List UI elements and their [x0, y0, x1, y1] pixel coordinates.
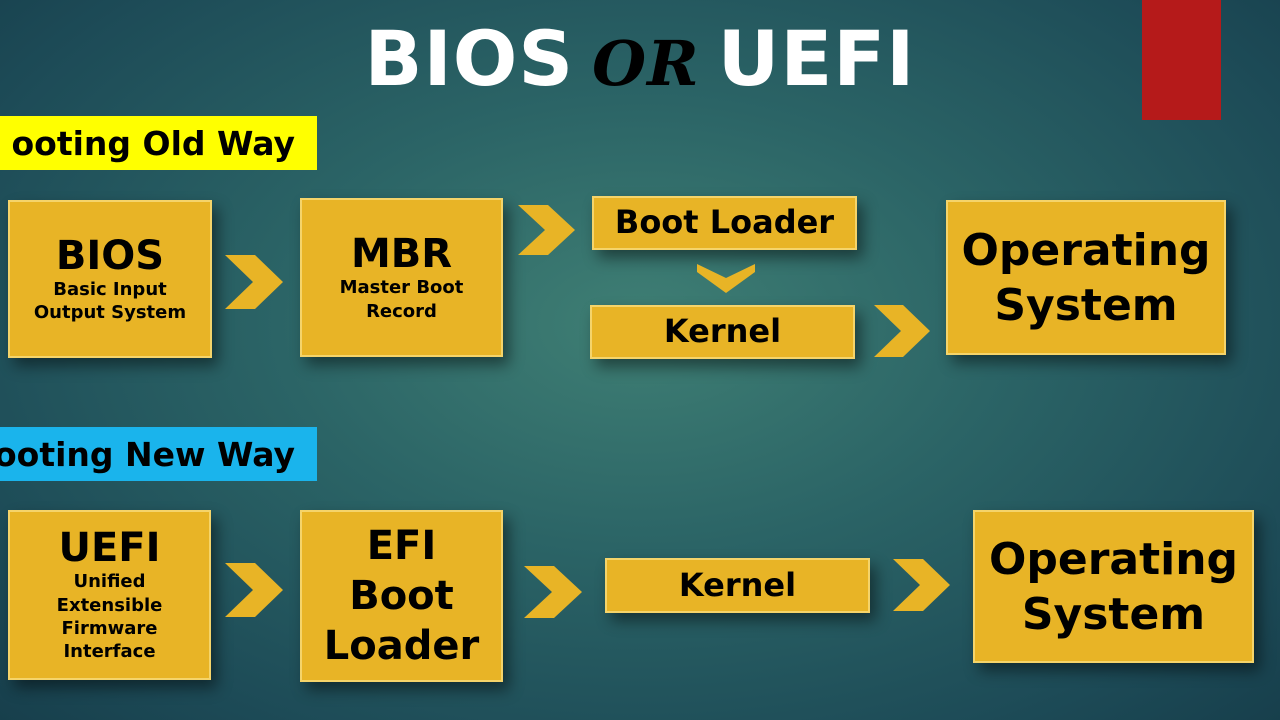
os-box-old: Operating System — [946, 200, 1226, 355]
efi-line: EFI — [366, 523, 437, 569]
uefi-sub: Interface — [63, 641, 156, 663]
uefi-title: UEFI — [58, 525, 161, 572]
red-accent-block — [1142, 0, 1221, 120]
boot-loader-box: Boot Loader — [592, 196, 857, 250]
bios-title: BIOS — [55, 232, 165, 279]
chevron-right-icon — [225, 563, 283, 617]
kernel-box-new: Kernel — [605, 558, 870, 613]
title-or: OR — [592, 27, 700, 100]
os-line: Operating — [961, 224, 1211, 276]
mbr-sub: Record — [366, 300, 437, 322]
chevron-right-icon — [874, 305, 930, 357]
chevron-down-icon — [697, 264, 755, 293]
os-line: System — [994, 279, 1178, 331]
chevron-right-icon — [893, 559, 950, 611]
title-uefi: UEFI — [717, 14, 916, 103]
efi-line: Loader — [323, 623, 480, 669]
os-line: System — [1021, 588, 1206, 640]
mbr-box: MBR Master Boot Record — [300, 198, 503, 357]
uefi-sub: Unified — [73, 571, 146, 593]
bios-sub: Output System — [33, 302, 187, 323]
title-bios: BIOS — [364, 14, 575, 103]
bios-box: BIOS Basic Input Output System — [8, 200, 212, 358]
efi-boot-loader-box: EFI Boot Loader — [300, 510, 503, 682]
chevron-right-icon — [524, 566, 582, 618]
mbr-sub: Master Boot — [339, 277, 464, 299]
os-box-new: Operating System — [973, 510, 1254, 663]
old-way-label: ooting Old Way — [0, 116, 317, 170]
uefi-sub: Firmware — [61, 618, 158, 639]
efi-line: Boot — [349, 573, 454, 619]
chevron-right-icon — [225, 255, 283, 309]
uefi-box: UEFI Unified Extensible Firmware Interfa… — [8, 510, 211, 680]
mbr-title: MBR — [350, 231, 453, 278]
bios-sub: Basic Input — [53, 278, 167, 300]
uefi-sub: Extensible — [56, 594, 163, 616]
chevron-right-icon — [518, 205, 575, 255]
kernel-box-old: Kernel — [590, 305, 855, 359]
new-way-label: ooting New Way — [0, 427, 317, 481]
os-line: Operating — [988, 533, 1239, 585]
